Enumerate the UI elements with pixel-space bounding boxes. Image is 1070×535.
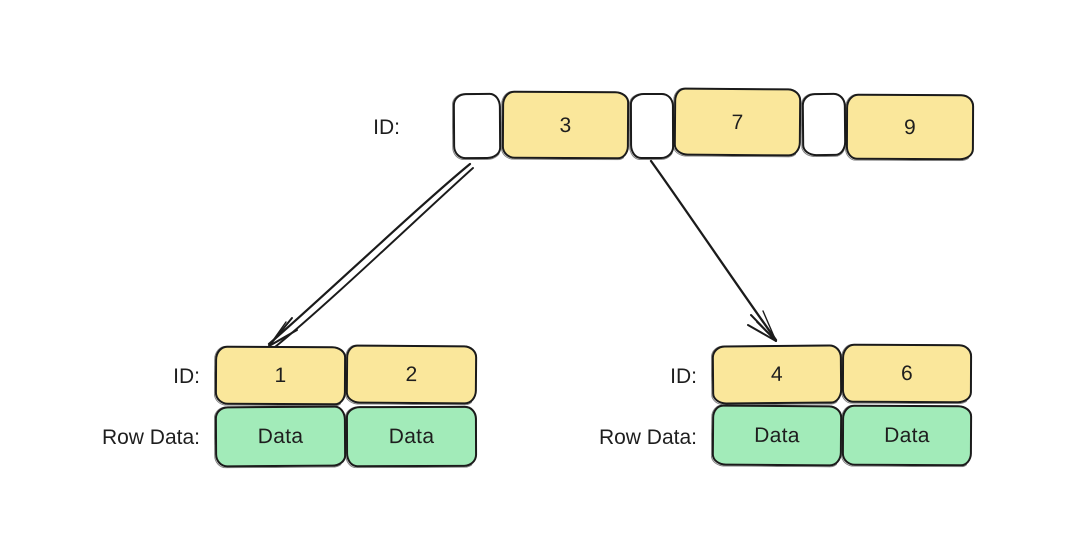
right-leaf-id-0[interactable]: 4 (711, 344, 843, 405)
right-leaf-id-1[interactable]: 6 (841, 343, 973, 404)
root-id-label: ID: (373, 116, 400, 139)
right-leaf-data-1[interactable]: Data (841, 404, 973, 467)
left-leaf-id-label: ID: (173, 365, 200, 388)
arrow-root-to-right-leaf (649, 159, 778, 342)
left-leaf-id-0[interactable]: 1 (214, 345, 347, 406)
arrow-root-to-left-leaf (267, 162, 474, 348)
root-pointer-2[interactable] (801, 92, 847, 157)
root-key-7[interactable]: 7 (673, 87, 802, 157)
left-leaf-data-label: Row Data: (101, 426, 200, 449)
root-pointer-1[interactable] (629, 92, 675, 160)
left-leaf-data-1[interactable]: Data (345, 405, 478, 468)
root-key-9[interactable]: 9 (845, 93, 975, 161)
root-key-3[interactable]: 3 (501, 90, 630, 160)
left-leaf-id-1[interactable]: 2 (345, 344, 478, 405)
right-leaf-id-label: ID: (670, 365, 697, 388)
left-leaf-data-0[interactable]: Data (214, 405, 347, 468)
right-leaf-data-0[interactable]: Data (711, 404, 843, 467)
right-leaf-data-label: Row Data: (598, 426, 697, 449)
root-pointer-0[interactable] (452, 92, 502, 160)
